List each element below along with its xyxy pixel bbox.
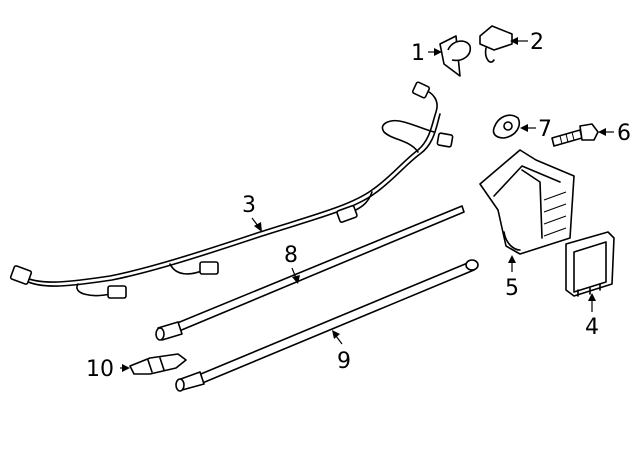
- callout-9: 9: [337, 349, 351, 374]
- part-3-wiring-harness: [9, 81, 454, 299]
- part-9-bar: [175, 259, 479, 392]
- part-6-bolt: [551, 123, 599, 147]
- leader-lines: [120, 37, 614, 372]
- callout-10: 10: [86, 357, 114, 382]
- callout-7: 7: [538, 117, 552, 142]
- part-8-bar: [155, 205, 465, 341]
- callout-3: 3: [242, 193, 256, 218]
- part-1-bracket: [439, 35, 472, 77]
- callout-4: 4: [585, 315, 599, 340]
- callout-5: 5: [505, 276, 519, 301]
- part-10-clip: [129, 353, 187, 375]
- callout-6: 6: [617, 121, 631, 146]
- part-4-module: [565, 231, 615, 297]
- part-2-clip: [479, 25, 513, 63]
- callout-1: 1: [411, 41, 425, 66]
- part-5-housing: [479, 149, 575, 255]
- callout-2: 2: [530, 30, 544, 55]
- callout-8: 8: [284, 243, 298, 268]
- part-7-grommet: [492, 114, 520, 139]
